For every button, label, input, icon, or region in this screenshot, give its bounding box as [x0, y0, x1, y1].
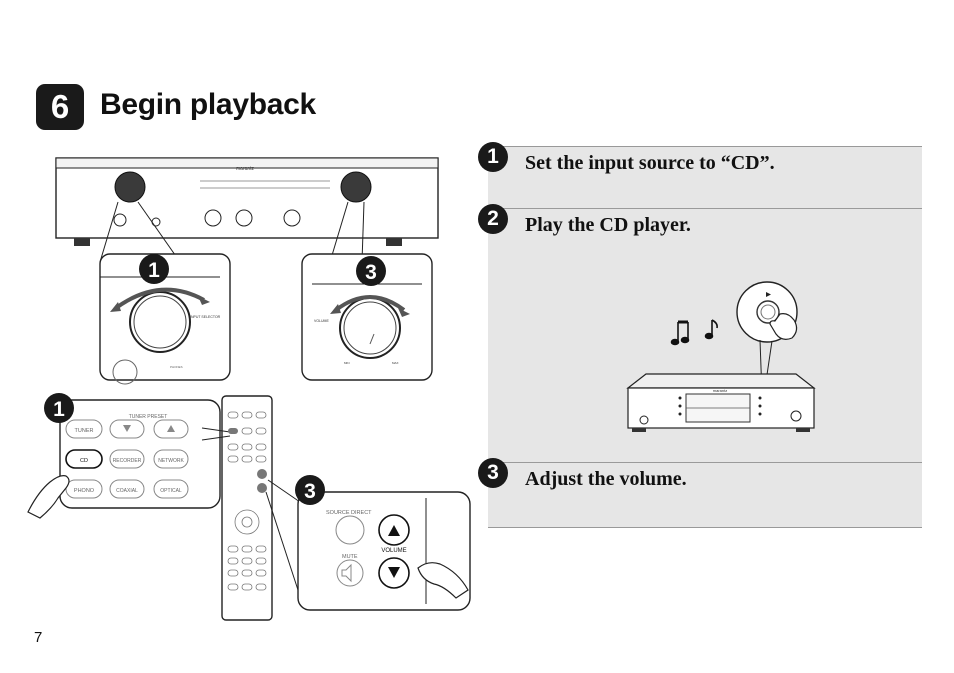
preset-down-icon: [123, 425, 131, 432]
mute-icon: [341, 563, 352, 583]
music-note-icon: [670, 319, 718, 346]
optical-key: OPTICAL: [160, 488, 182, 494]
step-2-badge: 2: [478, 204, 508, 234]
svg-text:1: 1: [148, 259, 160, 282]
callout-1-badge: [44, 393, 74, 423]
preset-up-icon: [167, 425, 175, 432]
amplifier-brand: marantz: [236, 166, 255, 172]
play-icon: [766, 292, 771, 297]
svg-text:3: 3: [304, 480, 316, 503]
step-divider: [488, 462, 922, 463]
input-selector-knob-zoom: [129, 291, 191, 353]
mute-button: [336, 559, 364, 587]
step-2-text: Play the CD player.: [525, 214, 691, 236]
input-selector-label: INPUT SELECTOR: [190, 315, 221, 319]
step-1-badge: 1: [478, 142, 508, 172]
step-3-text: Adjust the volume.: [525, 468, 687, 490]
cd-player-brand: marantz: [713, 388, 727, 393]
volume-up-icon: [388, 525, 400, 536]
step-1-text: Set the input source to “CD”.: [525, 152, 775, 174]
step-divider: [488, 208, 922, 209]
volume-knob: [340, 171, 372, 203]
callout-3-badge: [295, 475, 325, 505]
hand-icon: [417, 562, 469, 599]
source-direct-label: SOURCE DIRECT: [326, 510, 372, 516]
volume-key-label: VOLUME: [381, 548, 406, 554]
phones-label: PHONES: [170, 365, 183, 369]
tuner-key: TUNER: [75, 428, 94, 434]
cd-player-illustration: marantz: [626, 281, 816, 432]
page-title: Begin playback: [100, 88, 316, 121]
volume-label: VOLUME: [314, 319, 329, 323]
input-selector-knob: [114, 171, 146, 203]
mute-label: MUTE: [342, 554, 358, 560]
recorder-key: RECORDER: [113, 458, 142, 464]
cd-key: CD: [80, 458, 88, 464]
volume-knob-zoom: [339, 297, 401, 359]
tuner-preset-label: TUNER PRESET: [129, 414, 168, 420]
svg-text:1: 1: [53, 398, 65, 421]
callout-1-badge: [139, 254, 169, 284]
phono-key: PHONO: [74, 488, 95, 494]
min-label: MIN: [344, 361, 350, 365]
step-3-badge: 3: [478, 458, 508, 488]
amplifier-illustration: marantz INPUT SELECTOR PHONES VOLUME MIN…: [55, 157, 439, 385]
callout-3-badge: [356, 256, 386, 286]
page-number: 7: [34, 629, 43, 646]
max-label: MAX: [392, 361, 399, 365]
section-number-badge: 6: [36, 84, 84, 130]
hand-icon: [27, 475, 70, 519]
svg-text:3: 3: [365, 261, 377, 284]
volume-down-icon: [388, 567, 400, 578]
hand-icon: [769, 313, 798, 340]
network-key: NETWORK: [158, 458, 184, 464]
remote-control-illustration: TUNER PRESET TUNER CD RECORDER NETWORK P…: [27, 393, 471, 621]
source-direct-button: [335, 515, 365, 545]
coaxial-key: COAXIAL: [116, 488, 138, 494]
